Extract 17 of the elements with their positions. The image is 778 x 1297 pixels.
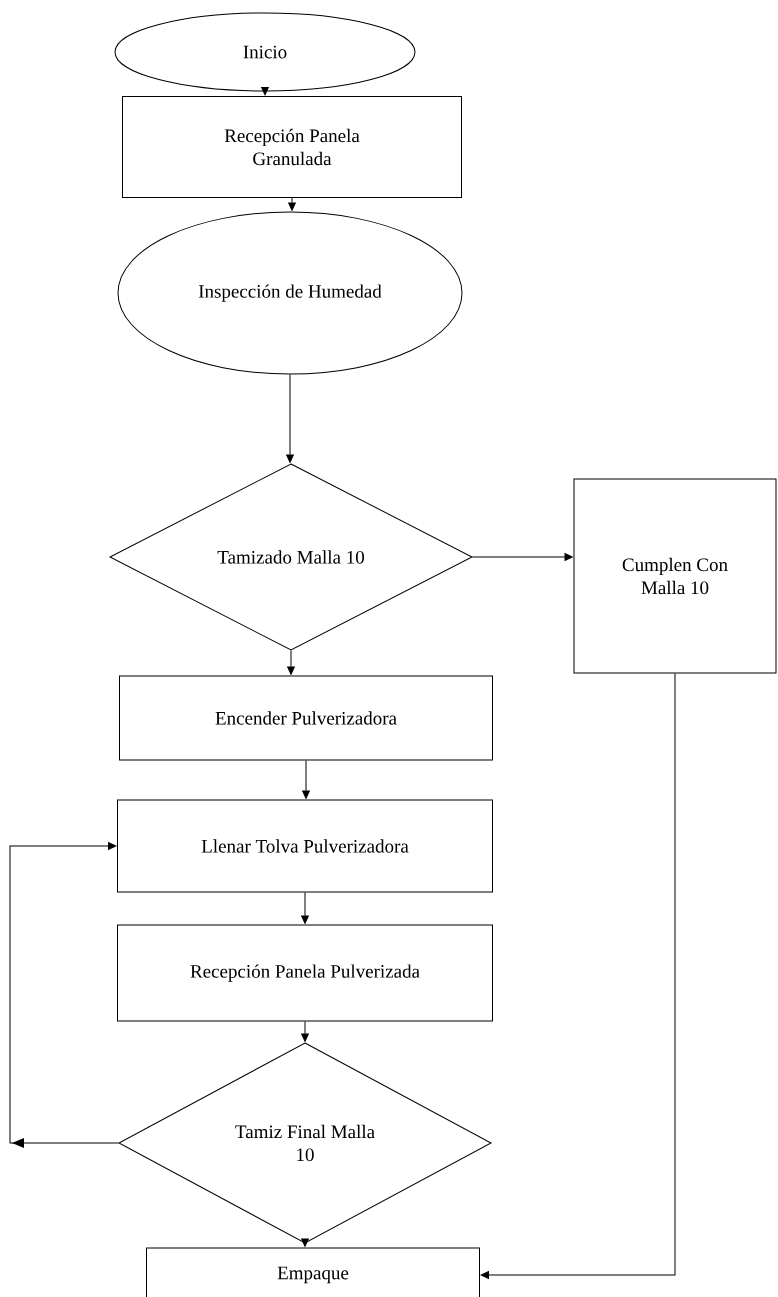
arrow: [301, 892, 309, 924]
arrow: [301, 1238, 309, 1247]
arrow: [472, 553, 573, 561]
process-box: Empaque: [146, 1247, 480, 1297]
arrow: [302, 760, 310, 799]
arrow: [301, 1021, 309, 1042]
arrow: [261, 86, 269, 96]
arrow: [286, 374, 294, 463]
arrow: [9, 842, 119, 1148]
process-box: Recepción Panela Granulada: [122, 96, 462, 198]
arrow: [287, 650, 295, 675]
arrow: [480, 673, 676, 1279]
process-box: Recepción Panela Pulverizada: [117, 924, 493, 1022]
process-box: Cumplen Con Malla 10: [573, 478, 777, 674]
process-box: Encender Pulverizadora: [119, 675, 493, 761]
process-box: Llenar Tolva Pulverizadora: [117, 799, 493, 893]
arrow: [288, 197, 296, 211]
